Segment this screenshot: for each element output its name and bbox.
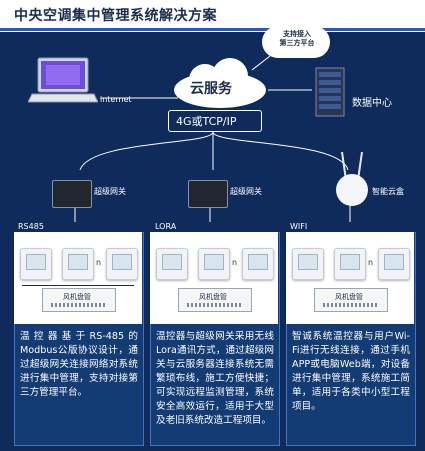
fan-coil-icon: 风机盘管 xyxy=(314,288,388,312)
arc-right xyxy=(212,131,349,171)
thermostat-icon xyxy=(106,248,138,280)
protocol-label: 4G或TCP/IP xyxy=(176,115,237,128)
panel-tag-rs485: RS485 xyxy=(18,222,44,231)
panel-tag-wifi: WIFI xyxy=(290,222,308,231)
thermostat-icon xyxy=(20,248,52,280)
arc-left xyxy=(79,131,214,171)
protocol-box xyxy=(168,110,262,132)
panel-description-rs485: 温控器基于RS-485的Modbus公版协议设计，通过超级网关连接网络对系统进行… xyxy=(20,331,138,398)
panel-description-wifi: 智诚系统温控器与用户Wi-Fi进行无线连接，通过手机APP或电脑Web端，对设备… xyxy=(292,331,410,412)
fan-coil-icon: 风机盘管 xyxy=(178,288,252,312)
more-indicator: n xyxy=(232,258,238,267)
thermostat-icon xyxy=(334,248,366,280)
gateway-label-2: 超级网关 xyxy=(230,187,262,196)
data-center-label: 数据中心 xyxy=(352,98,392,109)
gateway-label-1: 超级网关 xyxy=(94,187,126,196)
thermostat-icon xyxy=(292,248,324,280)
panel-description-lora: 温控器与超级网关采用无线Lora通讯方式，通过超级网关与云服务器连接系统无需繁琐… xyxy=(156,331,274,426)
third-party-cloud xyxy=(262,26,330,58)
internet-label: internet xyxy=(100,95,132,104)
gateway-icon xyxy=(52,180,92,208)
thermostat-icon xyxy=(198,248,230,280)
title-bar xyxy=(0,0,425,32)
page-title: 中央空调集中管理系统解决方案 xyxy=(14,8,217,24)
cloud-label: 云服务 xyxy=(190,81,232,97)
thermostat-icon xyxy=(378,248,410,280)
laptop-icon xyxy=(28,57,98,103)
fcu-label: 风机盘管 xyxy=(199,293,227,301)
gateway-label-3: 智能云盒 xyxy=(372,187,404,196)
router-icon xyxy=(336,151,368,206)
third-party-label: 支持接入 第三方平台 xyxy=(279,30,315,47)
cloud-icon xyxy=(174,58,266,108)
bus-line xyxy=(22,285,134,286)
thirdparty-line xyxy=(251,55,271,71)
panel-tag-lora: LORA xyxy=(155,222,177,231)
more-indicator: n xyxy=(368,258,374,267)
thermostat-icon xyxy=(62,248,94,280)
thermostat-icon xyxy=(156,248,188,280)
thermostat-icon xyxy=(242,248,274,280)
fan-coil-icon: 风机盘管 xyxy=(42,288,116,312)
fcu-label: 风机盘管 xyxy=(63,293,91,301)
fcu-label: 风机盘管 xyxy=(335,293,363,301)
gateway-icon xyxy=(188,180,228,208)
more-indicator: n xyxy=(96,258,102,267)
server-rack-icon xyxy=(315,67,345,117)
title-accent xyxy=(0,28,425,31)
